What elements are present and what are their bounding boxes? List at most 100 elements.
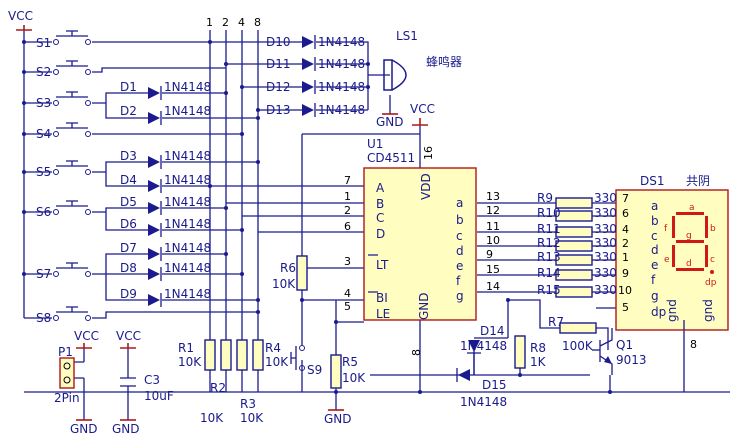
- d15-part: 1N4148: [460, 395, 507, 409]
- ls1-label: 蜂鸣器: [426, 54, 462, 69]
- diode-d3: [148, 155, 162, 169]
- r5-value: 10K: [342, 371, 366, 385]
- d11-part: 1N4148: [318, 57, 365, 71]
- ds1-pin-f: f: [651, 273, 656, 287]
- seg-c: c: [710, 255, 715, 265]
- r12-value: 330: [594, 236, 617, 250]
- c3-value: 10uF: [144, 389, 174, 403]
- u1-out-c: c: [456, 229, 463, 243]
- ds1-pin-a: a: [651, 199, 658, 213]
- transistor-q1: [599, 328, 613, 375]
- ds1-pin-b: b: [651, 214, 659, 228]
- u1-out-d: d: [456, 244, 464, 258]
- d2-part: 1N4148: [164, 104, 211, 118]
- resistor-r12: [555, 240, 593, 252]
- diode-d4: [148, 179, 162, 193]
- r13-ref: R13: [537, 250, 561, 264]
- q1-part: 9013: [616, 353, 647, 367]
- diode-d15: [456, 368, 470, 382]
- r10-ref: R10: [537, 206, 561, 220]
- u1-pin-d-num: 6: [344, 220, 351, 233]
- u1-pin-lt-num: 3: [344, 255, 351, 268]
- r9-ref: R9: [537, 191, 553, 205]
- resistor-r5: [330, 354, 342, 389]
- diode-d8: [148, 267, 162, 281]
- seg-b: b: [710, 224, 716, 234]
- resistor-r3: [236, 339, 248, 371]
- resistor-r15: [555, 286, 593, 298]
- s9-label: S9: [307, 363, 322, 377]
- diode-d7: [148, 247, 162, 261]
- u1-pin-13: 13: [486, 190, 500, 203]
- r3-ref: R3: [240, 397, 256, 411]
- connector-p1: [59, 357, 75, 389]
- d8-ref: D8: [120, 261, 137, 275]
- diode-d12: [296, 80, 316, 94]
- seg-g: g: [686, 231, 692, 241]
- vcc-p1-label: VCC: [74, 329, 99, 343]
- p1-part: 2Pin: [54, 391, 80, 405]
- resistor-r10: [555, 210, 593, 222]
- d9-ref: D9: [120, 287, 137, 301]
- u1-pin-14: 14: [486, 280, 500, 293]
- gnd-c3-label: GND: [112, 422, 140, 436]
- switch-s3: [53, 91, 91, 106]
- diode-d1: [148, 86, 162, 100]
- seg-f: f: [664, 224, 668, 234]
- d3-part: 1N4148: [164, 149, 211, 163]
- d14-part: 1N4148: [460, 339, 507, 353]
- switch-s2: [53, 60, 91, 75]
- r6-ref: R6: [280, 261, 296, 275]
- u1-vdd: VDD: [419, 173, 433, 200]
- u1-out-a: a: [456, 196, 463, 210]
- vcc-c3-label: VCC: [116, 329, 141, 343]
- r13-value: 330: [594, 250, 617, 264]
- ds1-com-pin: 8: [690, 338, 697, 351]
- d1-ref: D1: [120, 80, 137, 94]
- diode-d6: [148, 223, 162, 237]
- resistor-r9: [555, 197, 593, 209]
- bus-4-label: 4: [238, 16, 245, 29]
- u1-pin-a-num: 7: [344, 174, 351, 187]
- r10-value: 330: [594, 206, 617, 220]
- d15-ref: D15: [482, 378, 507, 392]
- resistor-r14: [555, 269, 593, 281]
- bus-8-label: 8: [254, 16, 261, 29]
- ds1-pin-dp: dp: [651, 305, 666, 319]
- u1-pin-c-num: 2: [344, 204, 351, 217]
- u1-gnd: GND: [417, 292, 431, 320]
- r7-value: 100K: [562, 339, 594, 353]
- q1-ref: Q1: [616, 338, 633, 352]
- d5-part: 1N4148: [164, 195, 211, 209]
- ds1-type: 共阴: [686, 174, 710, 188]
- seven-segment: [672, 212, 714, 274]
- seg-d: d: [686, 259, 692, 269]
- u1-pin8: 8: [410, 349, 423, 356]
- s8-label: S8: [36, 311, 51, 325]
- diode-d14: [467, 337, 508, 375]
- d1-part: 1N4148: [164, 80, 211, 94]
- ds1-pin-c: c: [651, 229, 658, 243]
- s6-label: S6: [36, 205, 51, 219]
- switch-s6: [53, 200, 91, 215]
- d12-part: 1N4148: [318, 80, 365, 94]
- gnd-p1-label: GND: [70, 422, 98, 436]
- d14-ref: D14: [480, 324, 505, 338]
- switch-s7: [53, 262, 91, 277]
- r14-value: 330: [594, 266, 617, 280]
- ds1-dp-pin: 5: [622, 301, 629, 314]
- switch-s4: [53, 122, 91, 137]
- u1-out-g: g: [456, 289, 464, 303]
- u1-out-b: b: [456, 213, 464, 227]
- switch-s9: [290, 345, 305, 371]
- labels: VCC VCC VCC VCC GND GND GND GND S1 S2 S3…: [8, 9, 717, 436]
- capacitor-c3: [120, 377, 136, 387]
- vcc-ic-label: VCC: [410, 102, 435, 116]
- c3-ref: C3: [144, 373, 160, 387]
- r15-value: 330: [594, 283, 617, 297]
- u1-pin-11: 11: [486, 220, 500, 233]
- seg-dp: dp: [705, 278, 717, 288]
- d6-ref: D6: [120, 217, 137, 231]
- d3-ref: D3: [120, 149, 137, 163]
